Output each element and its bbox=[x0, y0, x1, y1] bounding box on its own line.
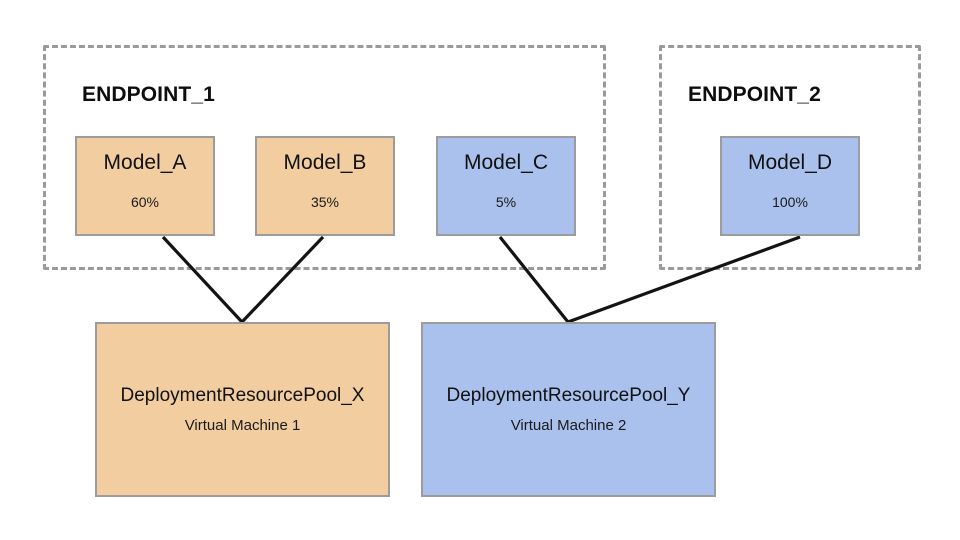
endpoint-2-label: ENDPOINT_2 bbox=[688, 83, 821, 106]
model-name: Model_C bbox=[463, 151, 549, 174]
model-traffic-split: 5% bbox=[495, 194, 517, 211]
model-name: Model_B bbox=[283, 151, 367, 174]
model-traffic-split: 35% bbox=[310, 194, 340, 211]
model-box-model-a[interactable]: Model_A 60% bbox=[75, 136, 215, 236]
endpoint-1-label: ENDPOINT_1 bbox=[82, 83, 215, 106]
model-traffic-split: 100% bbox=[772, 194, 808, 211]
deployment-resource-pool-y[interactable]: DeploymentResourcePool_Y Virtual Machine… bbox=[421, 322, 716, 497]
model-traffic-split: 60% bbox=[130, 194, 160, 211]
endpoint-group-1 bbox=[43, 45, 606, 270]
model-name: Model_A bbox=[103, 151, 187, 174]
pool-name: DeploymentResourcePool_X bbox=[120, 385, 365, 406]
pool-virtual-machine: Virtual Machine 2 bbox=[510, 417, 627, 434]
pool-name: DeploymentResourcePool_Y bbox=[446, 385, 691, 406]
model-box-model-b[interactable]: Model_B 35% bbox=[255, 136, 395, 236]
deployment-resource-pool-x[interactable]: DeploymentResourcePool_X Virtual Machine… bbox=[95, 322, 390, 497]
pool-virtual-machine: Virtual Machine 1 bbox=[184, 417, 301, 434]
model-box-model-d[interactable]: Model_D 100% bbox=[720, 136, 860, 236]
model-box-model-c[interactable]: Model_C 5% bbox=[436, 136, 576, 236]
model-name: Model_D bbox=[747, 151, 833, 174]
